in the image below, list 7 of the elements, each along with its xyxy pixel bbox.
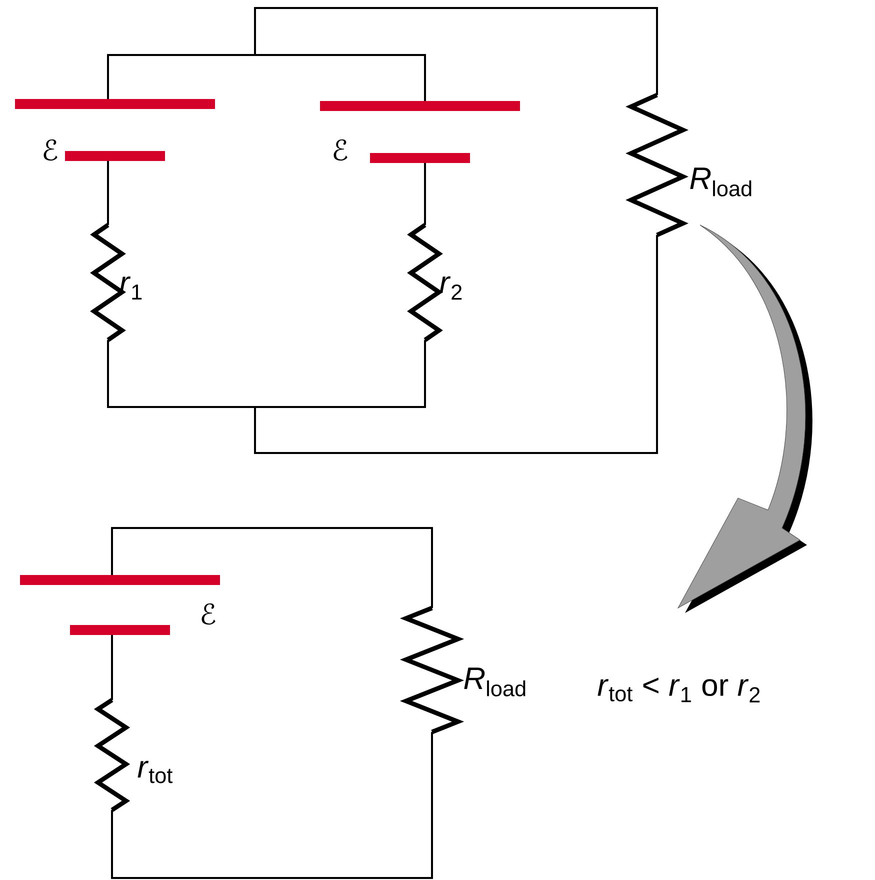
inequality-text: r$_{tot}$ < r$_{1}$ or r$_{2}$: [598, 678, 760, 702]
emf-label: ℰ: [202, 603, 216, 625]
resistance-label: r$_{tot}$: [138, 760, 173, 784]
resistance-label: R$_{load}$: [690, 168, 752, 196]
resistance-label: R$_{load}$: [464, 668, 526, 696]
emf-label: ℰ: [44, 139, 58, 161]
emf-label: ℰ: [334, 139, 348, 161]
